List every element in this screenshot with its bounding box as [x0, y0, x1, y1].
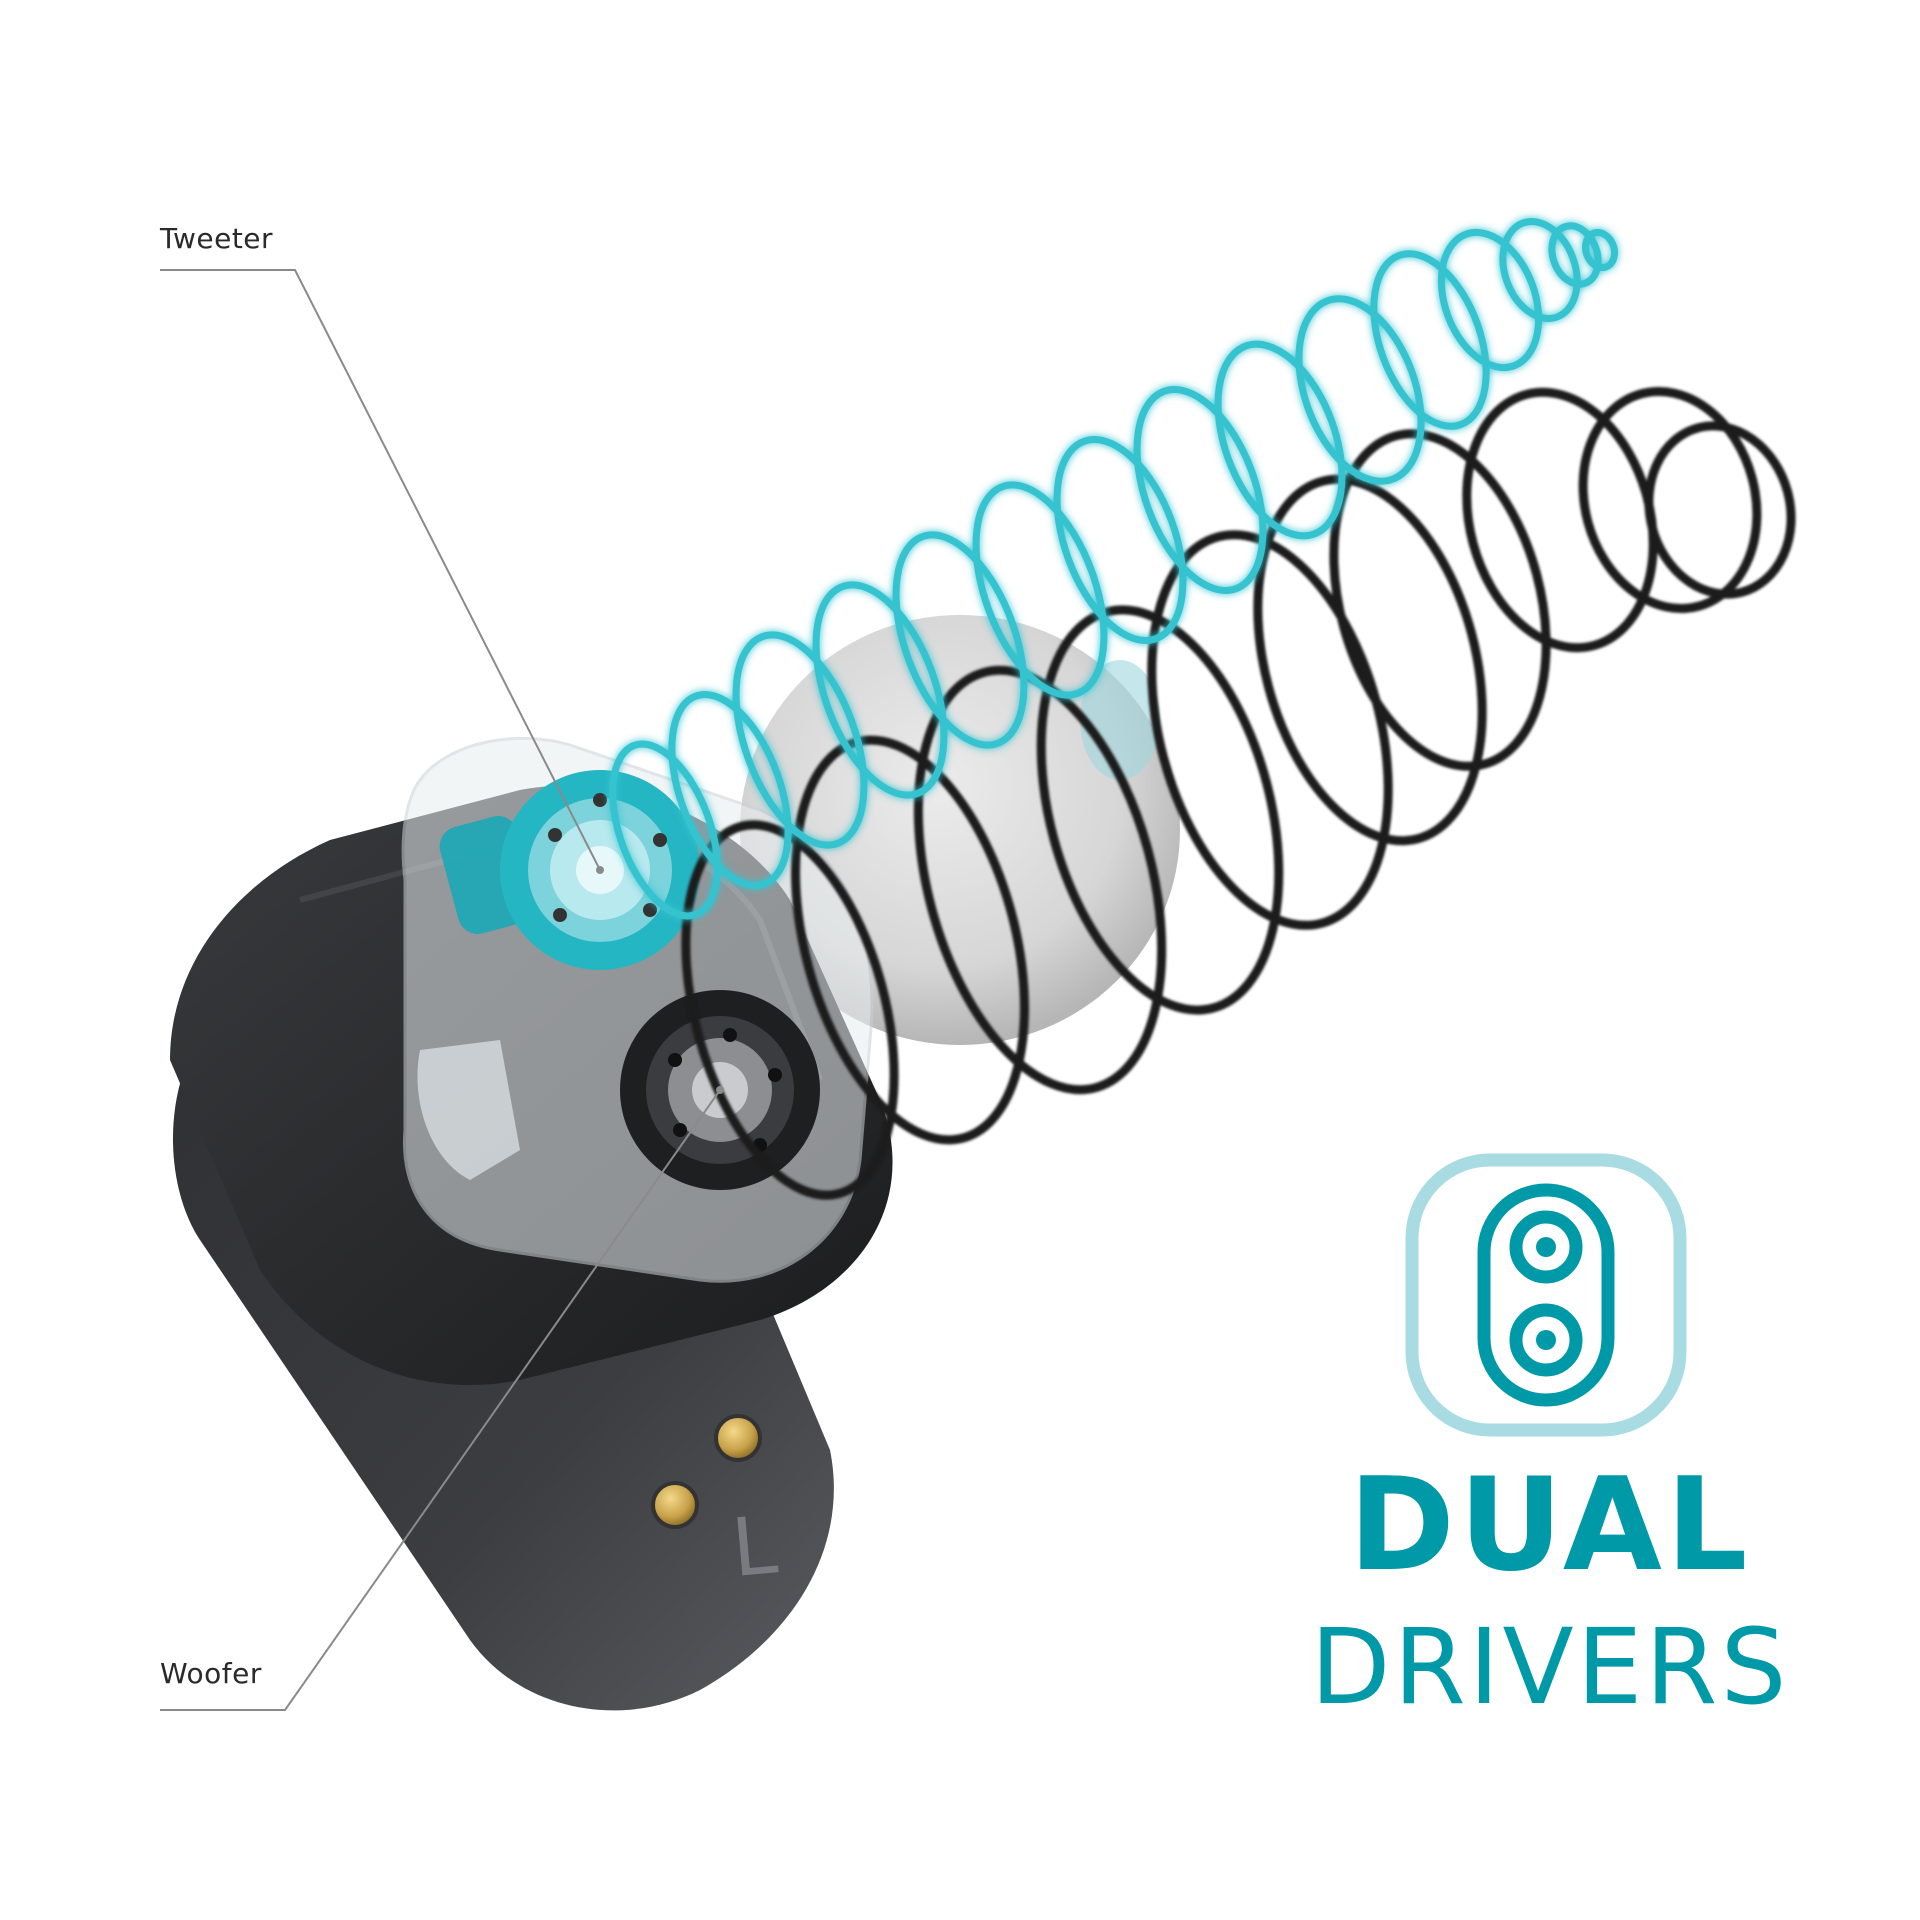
tweeter-leader-line — [160, 269, 601, 871]
tweeter-sound-waves — [609, 218, 1619, 920]
woofer-label: Woofer — [160, 1657, 262, 1690]
headline-dual: DUAL — [1348, 1451, 1752, 1600]
woofer-sound-waves — [681, 386, 1796, 1200]
tweeter-label: Tweeter — [160, 222, 274, 255]
side-mark-L: L — [728, 1498, 781, 1595]
woofer-leader-line — [160, 1089, 721, 1711]
dual-driver-icon — [1405, 1153, 1687, 1437]
contact-pin — [714, 1414, 762, 1462]
headline-drivers: DRIVERS — [1310, 1606, 1790, 1728]
contact-pin — [651, 1481, 699, 1529]
